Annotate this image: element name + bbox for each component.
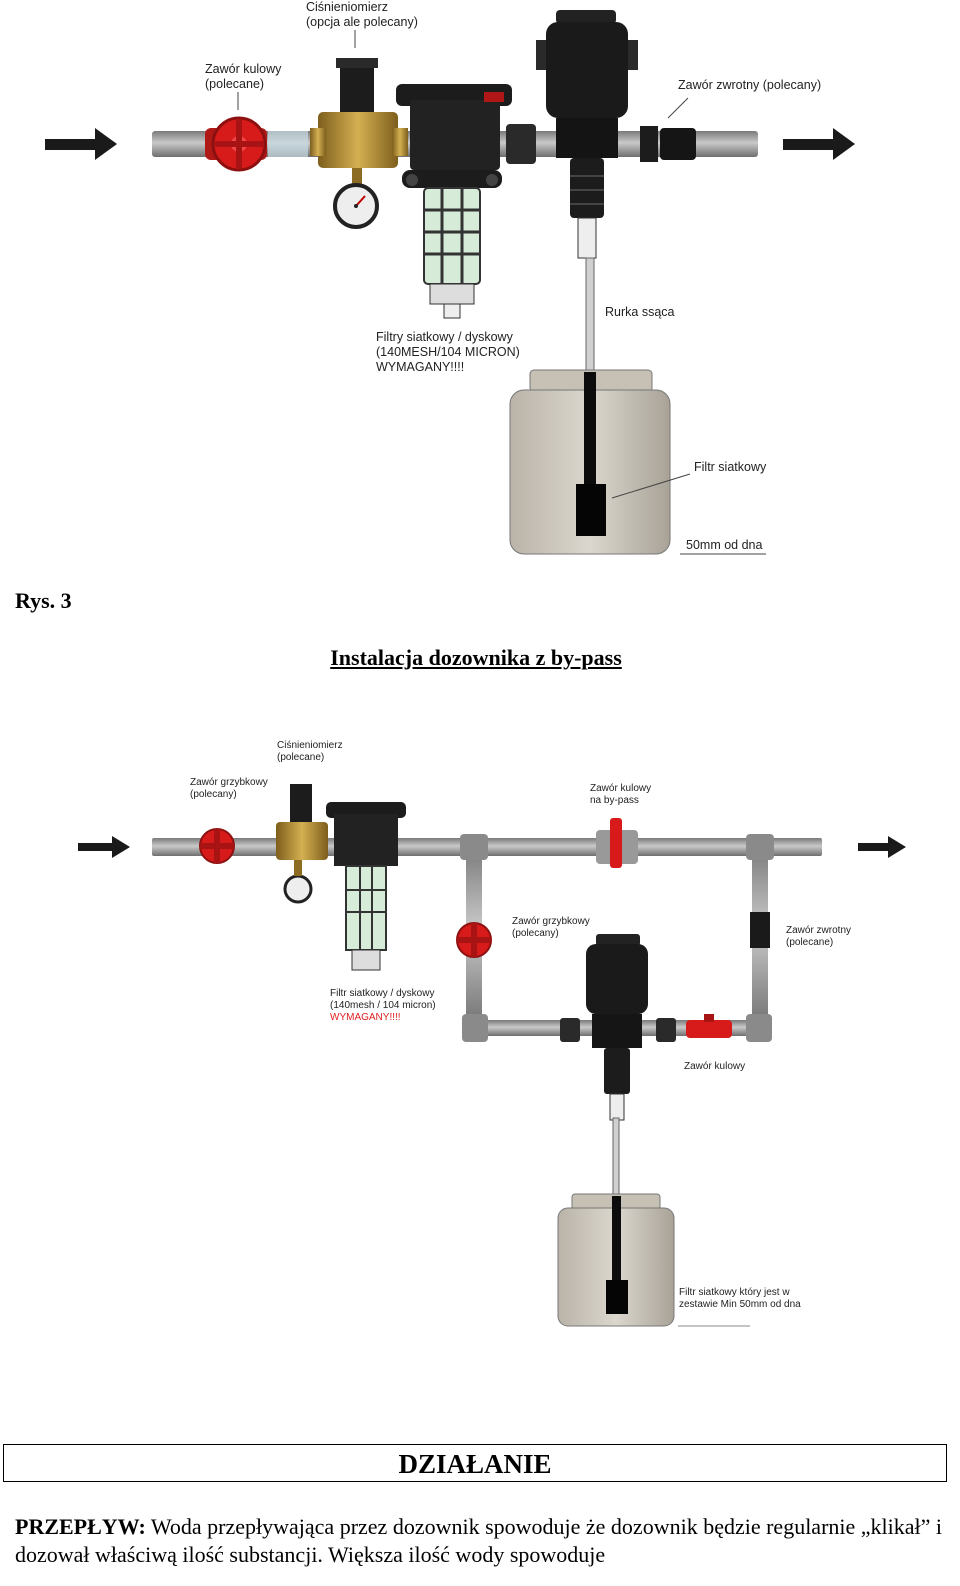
ball-valve-icon [205, 116, 267, 172]
fig1-label-suction-tube: Rurka ssąca [605, 305, 675, 319]
fig1-label-mesh-filter: Filtr siatkowy [694, 460, 767, 474]
fig2-label-required: WYMAGANY!!!! [330, 1012, 401, 1023]
fig2-label-bypass-ball-valve: Zawór kulowy na by-pass [590, 783, 652, 806]
mesh-filter-housing-icon [396, 84, 512, 319]
mesh-filter-icon [576, 484, 606, 536]
figure-1-diagram [45, 10, 855, 555]
fig1-label-ball-valve: Zawór kulowy (polecane) [205, 62, 282, 91]
paragraph-text: Woda przepływająca przez dozownik spowod… [15, 1514, 943, 1567]
pressure-regulator-icon [310, 58, 408, 184]
fig1-label-distance: 50mm od dna [686, 538, 763, 552]
check-valve-icon [640, 126, 696, 162]
inlet-arrow-icon [45, 128, 117, 160]
fig2-inlet-arrow-icon [78, 836, 130, 858]
chemical-tank-icon [509, 369, 671, 555]
pressure-gauge-icon [333, 183, 379, 229]
paragraph-label: PRZEPŁYW: [15, 1514, 146, 1539]
fig2-bypass-ball-valve-icon [596, 818, 638, 868]
outlet-arrow-icon [783, 128, 855, 160]
fig2-mesh-filter-housing-icon [326, 802, 406, 971]
flow-paragraph: PRZEPŁYW: Woda przepływająca przez dozow… [15, 1513, 945, 1569]
dosing-pump-icon [536, 10, 638, 259]
figure-title: Instalacja dozownika z by-pass [330, 645, 622, 670]
fig1-label-pressure-gauge: Ciśnieniomierz (opcja ale polecany) [306, 0, 418, 29]
fig2-mushroom-valve-icon [199, 828, 235, 864]
fig2-dosing-pump-icon [586, 934, 648, 1121]
fig2-label-mushroom-valve-mid: Zawór grzybkowy (polecany) [512, 916, 590, 939]
fig2-label-check-valve: Zawór zwrotny (polecane) [786, 925, 852, 948]
fig2-label-mesh-filter: Filtr siatkowy który jest w zestawie Min… [679, 1287, 801, 1310]
fig2-pressure-regulator-icon [276, 784, 328, 904]
fig1-label-filters: Filtry siatkowy / dyskowy (140MESH/104 M… [376, 330, 520, 374]
figure-label: Rys. 3 [15, 588, 72, 613]
fig2-mesh-filter-icon [606, 1280, 628, 1314]
fig2-label-mushroom-valve-top: Zawór grzybkowy (polecany) [190, 777, 268, 800]
figure-2-diagram [78, 784, 906, 1327]
fig2-label-filters: Filtr siatkowy / dyskowy (140mesh / 104 … [330, 988, 436, 1011]
section-heading: DZIAŁANIE [3, 1444, 947, 1482]
fig2-mushroom-valve-mid-icon [456, 922, 492, 958]
fig2-ball-valve-icon [686, 1014, 732, 1038]
fig2-check-valve-icon [750, 912, 770, 948]
fig1-label-check-valve: Zawór zwrotny (polecany) [678, 78, 822, 92]
fig2-label-ball-valve: Zawór kulowy [684, 1061, 746, 1072]
fig2-outlet-arrow-icon [858, 836, 906, 858]
fig2-label-pressure-gauge: Ciśnieniomierz (polecane) [277, 740, 343, 763]
fig2-chemical-tank-icon [557, 1193, 675, 1327]
